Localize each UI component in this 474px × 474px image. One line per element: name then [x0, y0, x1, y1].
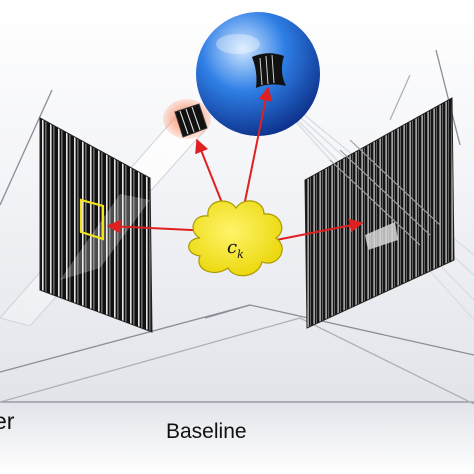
- right-panel-rays: [329, 139, 441, 246]
- center-label: ck: [227, 237, 244, 261]
- beam-overlay: [60, 194, 150, 280]
- left-pattern-panel: [39, 117, 153, 333]
- center-cloud-icon: [188, 200, 283, 277]
- sphere-patch-icon: [252, 53, 286, 88]
- highlight-box: [79, 198, 105, 241]
- right-image-spot: [365, 222, 398, 250]
- projector-stripes: [179, 106, 201, 135]
- right-image-panel: [304, 97, 455, 329]
- sphere-patch-stripes: [259, 54, 275, 86]
- sphere-highlight: [216, 34, 260, 54]
- perspective-lines: [0, 49, 474, 405]
- baseline-label: Baseline: [166, 420, 247, 443]
- left-partial-label: er: [0, 408, 15, 434]
